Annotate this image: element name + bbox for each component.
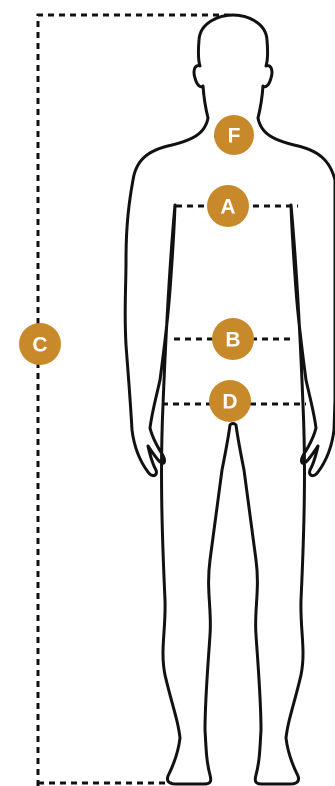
hip-marker: D [209,380,251,422]
neck-marker: F [214,115,254,155]
chest-marker: A [207,185,249,227]
height-marker-label: C [32,334,47,357]
height-marker: C [19,323,61,365]
chest-marker-label: A [220,196,235,219]
hip-marker-label: D [222,391,237,414]
waist-marker: B [212,318,254,360]
height-measure-line [38,15,235,786]
waist-marker-label: B [225,329,240,352]
neck-marker-label: F [228,125,241,148]
